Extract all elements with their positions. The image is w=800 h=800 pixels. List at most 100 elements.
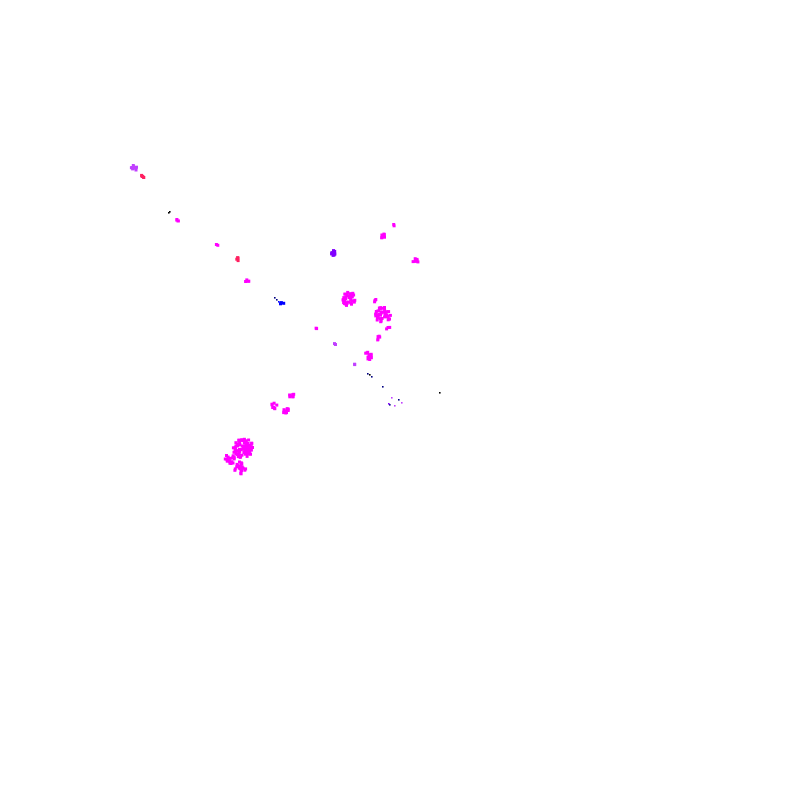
point-cloud-dot [132, 166, 136, 170]
point-cloud-dot [378, 317, 382, 321]
point-cloud-dot [142, 175, 145, 179]
point-cloud-dot [241, 444, 244, 448]
point-cloud-dot [245, 449, 249, 453]
point-cloud-dot [243, 446, 247, 450]
point-cloud-dot [247, 452, 251, 456]
point-cloud-speck [278, 301, 280, 303]
point-cloud-dot [387, 310, 391, 314]
point-cloud-speck [168, 212, 170, 214]
point-cloud-dot [387, 326, 391, 329]
point-cloud-speck [274, 297, 276, 299]
point-cloud-dot [228, 459, 232, 463]
point-cloud-dot [379, 306, 383, 310]
point-cloud-dot [225, 458, 229, 462]
point-cloud-dot [346, 300, 350, 304]
point-cloud-dot [415, 257, 419, 261]
point-cloud-speck [398, 399, 400, 401]
point-cloud-dot [236, 259, 240, 263]
point-cloud-dot [347, 296, 351, 300]
point-cloud-dot [231, 446, 235, 450]
point-cloud-dot [369, 356, 373, 360]
point-cloud-dot [229, 462, 233, 465]
point-cloud-dot [270, 403, 274, 407]
point-cloud-dot [351, 299, 355, 303]
point-cloud-dot [244, 467, 248, 471]
point-cloud-dot [282, 410, 286, 414]
point-cloud-dot [240, 469, 243, 472]
point-cloud-dot [233, 448, 237, 452]
point-cloud-dot [237, 442, 241, 446]
point-cloud-speck [367, 373, 369, 375]
point-cloud-dot [392, 223, 396, 226]
point-cloud-dot [366, 357, 370, 361]
point-cloud-dot [231, 454, 235, 458]
point-cloud-speck [394, 405, 396, 407]
point-cloud-dot [282, 301, 286, 305]
point-cloud-dot [248, 449, 252, 453]
point-cloud-dot [375, 318, 379, 322]
point-cloud-dot [373, 300, 377, 304]
point-cloud-dot [344, 295, 348, 299]
point-cloud-dot [245, 442, 249, 446]
point-cloud-dot [240, 453, 244, 457]
point-cloud-dot [349, 297, 353, 301]
point-cloud-dot [239, 472, 243, 476]
point-cloud-dot [282, 408, 286, 412]
point-cloud-dot [140, 174, 144, 178]
point-cloud-dot [249, 445, 253, 449]
point-cloud-dot [249, 452, 252, 456]
point-cloud-dot [234, 452, 238, 456]
point-cloud-dot [374, 298, 378, 301]
point-cloud-dot [349, 301, 353, 305]
point-cloud-dot [382, 310, 386, 314]
point-cloud-dot [383, 315, 386, 319]
point-cloud-speck [169, 211, 171, 213]
point-cloud-dot [414, 259, 418, 263]
point-cloud-dot [379, 310, 383, 314]
point-cloud-speck [439, 392, 441, 394]
point-cloud-speck [371, 376, 373, 378]
point-cloud-speck [391, 397, 393, 399]
point-cloud-dot [386, 318, 390, 322]
point-cloud-dot [343, 292, 347, 296]
point-cloud-dot [239, 466, 243, 470]
point-cloud-dot [245, 454, 249, 458]
point-cloud-dot [228, 456, 232, 460]
point-cloud-dot [244, 439, 248, 443]
point-cloud-dot [344, 297, 348, 301]
point-cloud-dot [236, 444, 239, 448]
point-cloud-dot [275, 403, 279, 407]
point-cloud-dot [243, 439, 247, 443]
point-cloud-dot [416, 260, 420, 264]
point-cloud-dot [236, 452, 240, 456]
point-cloud-dot [243, 449, 247, 453]
point-cloud-dot [238, 464, 242, 468]
point-cloud-dot [242, 441, 246, 445]
point-cloud-dot [315, 327, 319, 331]
point-cloud-speck [276, 299, 278, 301]
point-cloud-dot [238, 455, 242, 459]
point-cloud-dot [247, 447, 251, 451]
point-cloud-speck [382, 386, 384, 388]
point-cloud-dot [240, 447, 244, 451]
point-cloud-dot [250, 441, 254, 445]
point-cloud-dot [272, 401, 276, 405]
point-cloud-dot [353, 363, 357, 367]
point-cloud-speck [388, 403, 390, 405]
point-cloud-dot [239, 461, 243, 465]
point-cloud-dot [247, 279, 251, 283]
point-cloud-dot [284, 409, 288, 413]
point-cloud-dot [332, 253, 336, 257]
point-cloud-dot [350, 292, 354, 296]
point-cloud-dot [134, 166, 137, 170]
point-cloud-dot [232, 457, 236, 461]
point-cloud-dot [385, 313, 389, 317]
point-cloud-dot [366, 350, 370, 354]
point-cloud-dot [249, 448, 253, 452]
point-cloud-dot [245, 278, 249, 282]
point-cloud-dot [214, 243, 218, 246]
point-cloud-dot [236, 256, 240, 260]
point-cloud-dot [385, 310, 389, 314]
point-cloud-dot [374, 312, 378, 316]
point-cloud-dot [332, 249, 335, 253]
